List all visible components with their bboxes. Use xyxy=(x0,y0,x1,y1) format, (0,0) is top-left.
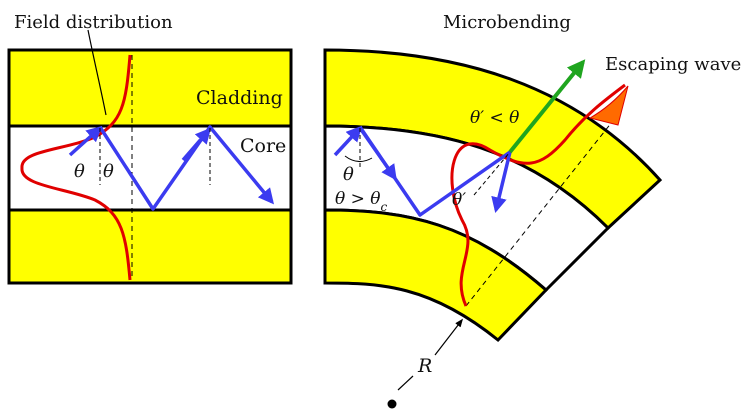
straight-fiber xyxy=(7,48,293,285)
field-distribution-curve xyxy=(20,54,132,281)
cladding-label: Cladding xyxy=(196,87,283,109)
escaping-field-tip xyxy=(588,85,629,126)
field-distribution-title: Field distribution xyxy=(14,12,173,33)
bent-ray xyxy=(333,125,512,217)
angle-theta-right: θ xyxy=(103,161,114,182)
center-point xyxy=(387,399,397,409)
bent-field-curve xyxy=(450,83,626,307)
angle-theta-bent: θ xyxy=(343,164,354,185)
escaping-wave-label: Escaping wave xyxy=(605,54,741,75)
microbending-title: Microbending xyxy=(443,12,571,33)
critical-angle-label: θ > θc xyxy=(335,189,388,214)
radius-line-upper xyxy=(434,318,464,356)
escaping-wave-arrow xyxy=(508,59,586,154)
inner-cladding xyxy=(323,208,549,343)
title-leader-line xyxy=(87,29,107,116)
angle-condition-label: θ′ < θ xyxy=(470,108,519,128)
radius-label: R xyxy=(417,355,432,377)
bent-angle-arc xyxy=(344,155,373,162)
zigzag-ray xyxy=(68,125,275,211)
bent-normal-2 xyxy=(473,151,511,196)
angle-theta-prime: θ′ xyxy=(452,190,466,210)
core-label: Core xyxy=(240,135,286,157)
angle-theta-left: θ xyxy=(74,161,85,182)
radius-line xyxy=(397,375,414,391)
top-cladding xyxy=(7,48,293,128)
radial-guide xyxy=(465,121,613,307)
bottom-cladding xyxy=(7,208,293,285)
